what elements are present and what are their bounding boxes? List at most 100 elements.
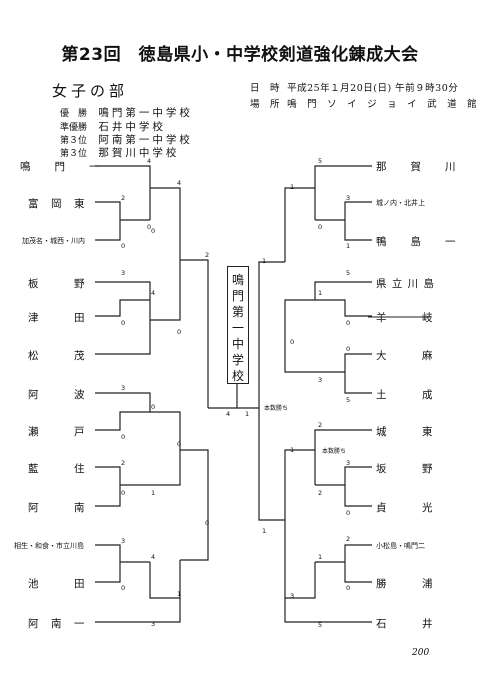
bracket-line <box>95 220 121 241</box>
bracket-line <box>315 544 372 563</box>
right-team: 小松島・鳴門二 <box>376 542 425 550</box>
result-rank: 優 勝 <box>60 109 88 119</box>
bracket-line <box>284 340 315 373</box>
win-by-points-note: 本数勝ち <box>264 405 289 412</box>
bracket-line <box>344 485 372 507</box>
score: 5 <box>318 621 323 629</box>
score: 1 <box>318 553 323 561</box>
result-team: 那賀川中学校 <box>98 147 180 159</box>
bracket-line <box>180 259 209 408</box>
score: 1 <box>262 527 267 535</box>
bracket-line <box>315 353 372 373</box>
score: 1 <box>245 410 250 418</box>
right-team: 城 東 <box>376 426 434 438</box>
left-team: 加茂名・城西・川内 <box>22 237 85 245</box>
left-team: 阿 南 一 <box>28 618 86 630</box>
bracket-line <box>315 299 372 317</box>
left-team: 相生・和食・市立川島 <box>14 542 84 550</box>
champion-box: 鳴 門 第 一 中 学 校 <box>227 266 249 384</box>
score: 0 <box>346 584 351 592</box>
score: 0 <box>177 328 182 336</box>
bracket-line <box>284 598 372 623</box>
score: 0 <box>205 519 210 527</box>
bracket-line <box>344 562 372 583</box>
bracket-line <box>150 187 181 260</box>
score: 3 <box>151 620 156 628</box>
right-team: 県 立 川 島 <box>376 278 436 290</box>
bracket-line <box>95 281 151 300</box>
result-rank: 第３位 <box>60 136 88 146</box>
right-team: 石 井 <box>376 618 434 630</box>
result-row: 第３位 那賀川中学校 <box>60 145 179 160</box>
date-label: 日 時 <box>250 83 281 94</box>
left-team: 池 田 <box>28 578 86 590</box>
result-row: 第３位 阿南第一中学校 <box>60 132 193 147</box>
right-team: 城ノ内・北井上 <box>376 199 425 207</box>
bracket-line <box>284 187 315 262</box>
bracket-line <box>258 261 285 408</box>
champion-char: 第 <box>231 305 244 319</box>
bracket-line <box>95 466 150 486</box>
score: 2 <box>205 251 210 259</box>
bracket-line <box>95 299 150 317</box>
bracket-line <box>95 544 150 563</box>
score: 2 <box>121 459 126 467</box>
score: 3 <box>318 376 323 384</box>
bracket-line <box>314 429 372 450</box>
score: 3 <box>121 384 126 392</box>
score: 0 <box>346 509 351 517</box>
bracket-line <box>314 281 372 300</box>
left-team: 富 岡 東 <box>28 198 86 210</box>
left-team: 鳴 門 一 <box>20 161 101 173</box>
right-team: 羊 岐 <box>376 312 434 324</box>
score: 0 <box>121 584 126 592</box>
date-value: 平成25年１月20日(日) 午前９時30分 <box>287 83 459 94</box>
score: 1 <box>290 446 295 454</box>
champion-char: 中 <box>231 337 244 351</box>
page-number: 200 <box>412 648 430 658</box>
result-rank: 第３位 <box>60 149 88 159</box>
result-team: 石井中学校 <box>98 121 166 133</box>
score: 4 <box>151 553 156 561</box>
result-team: 阿南第一中学校 <box>98 134 193 146</box>
score: 4 <box>177 179 182 187</box>
score: 1 <box>151 489 156 497</box>
left-team: 藍 住 <box>28 463 86 475</box>
bracket-line <box>149 560 181 599</box>
bracket-line <box>344 372 372 394</box>
bracket-line <box>149 260 181 321</box>
bracket-line <box>344 220 372 241</box>
right-team: 大 麻 <box>376 350 434 362</box>
bracket-line <box>150 411 181 450</box>
right-team: 那 賀 川 <box>376 161 457 173</box>
date-row: 日 時 平成25年１月20日(日) 午前９時30分 <box>250 80 458 94</box>
score: 5 <box>346 396 351 404</box>
left-team: 瀬 戸 <box>28 426 86 438</box>
score: 3 <box>346 459 351 467</box>
score: 5 <box>318 157 323 165</box>
score: 0 <box>177 440 182 448</box>
bracket-line <box>95 392 151 412</box>
champion-char: 鳴 <box>231 273 244 287</box>
score: 1 <box>318 289 323 297</box>
score: 4 <box>151 289 156 297</box>
score: 1 <box>177 590 182 598</box>
venue-value: 鳴 門 ソ イ ジ ョ イ 武 道 館 <box>287 99 478 110</box>
score: 0 <box>121 319 126 327</box>
score: 3 <box>290 592 295 600</box>
result-row: 優 勝 鳴門第一中学校 <box>60 105 193 120</box>
bracket-line <box>95 562 121 583</box>
score: 1 <box>290 183 295 191</box>
score: 2 <box>318 421 323 429</box>
left-team: 阿 波 <box>28 389 86 401</box>
tournament-title: 第23回 徳島県小・中学校剣道強化錬成大会 <box>61 45 419 65</box>
bracket-line <box>315 201 372 221</box>
left-team: 板 野 <box>28 278 86 290</box>
bracket-line <box>284 520 316 599</box>
bracket-line <box>180 449 209 561</box>
right-team: 土 成 <box>376 389 434 401</box>
score: 0 <box>151 227 156 235</box>
bracket-line <box>95 165 151 188</box>
left-team: 津 田 <box>28 312 86 324</box>
